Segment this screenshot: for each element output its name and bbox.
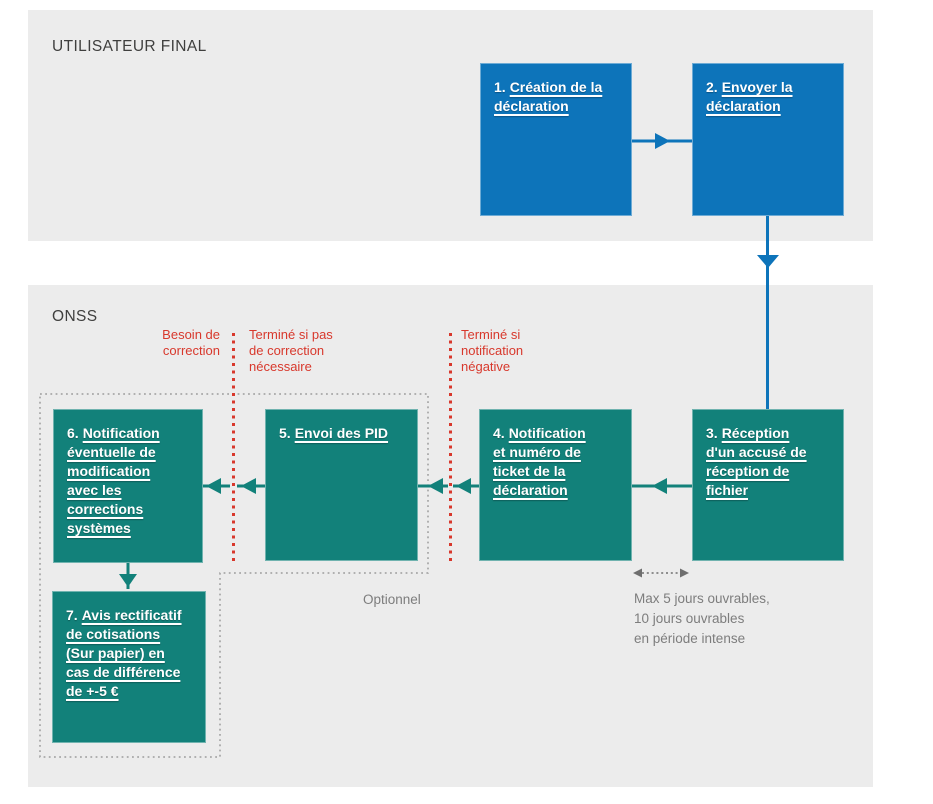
step-4-box[interactable]: 4.Notification et numéro de ticket de la… <box>479 409 632 561</box>
step-3-link[interactable]: Réception d'un accusé de réception de fi… <box>706 425 807 498</box>
step-2-box[interactable]: 2.Envoyer la déclaration <box>692 63 844 216</box>
step-6-number: 6. <box>67 425 79 441</box>
step-5-box[interactable]: 5.Envoi des PID <box>265 409 418 561</box>
step-2-number: 2. <box>706 79 718 95</box>
optional-label: Optionnel <box>363 592 421 607</box>
step-4-number: 4. <box>493 425 505 441</box>
step-6-link[interactable]: Notification éventuelle de modification … <box>67 425 160 536</box>
step-6-box[interactable]: 6.Notification éventuelle de modificatio… <box>53 409 203 563</box>
step-1-box[interactable]: 1.Création de la déclaration <box>480 63 632 216</box>
step-5-link[interactable]: Envoi des PID <box>294 425 389 441</box>
step-7-box[interactable]: 7.Avis rectificatif de cotisations (Sur … <box>52 591 206 743</box>
step-1-link[interactable]: Création de la déclaration <box>494 79 603 114</box>
step-2-link[interactable]: Envoyer la déclaration <box>706 79 793 114</box>
step-5-number: 5. <box>279 425 291 441</box>
done-if-no-correction-label: Terminé si pas de correction nécessaire <box>249 327 333 374</box>
step-7-number: 7. <box>66 607 78 623</box>
step-3-number: 3. <box>706 425 718 441</box>
step-4-link[interactable]: Notification et numéro de ticket de la d… <box>493 425 586 498</box>
delay-label: Max 5 jours ouvrables, 10 jours ouvrable… <box>634 591 770 646</box>
need-correction-label: Besoin de correction <box>162 327 220 358</box>
done-if-negative-label: Terminé si notification négative <box>461 327 524 374</box>
step-1-number: 1. <box>494 79 506 95</box>
step-3-box[interactable]: 3.Réception d'un accusé de réception de … <box>692 409 844 561</box>
step-7-link[interactable]: Avis rectificatif de cotisations (Sur pa… <box>66 607 182 699</box>
onss-lane-title: ONSS <box>52 308 98 325</box>
end-user-lane-title: UTILISATEUR FINAL <box>52 38 207 55</box>
